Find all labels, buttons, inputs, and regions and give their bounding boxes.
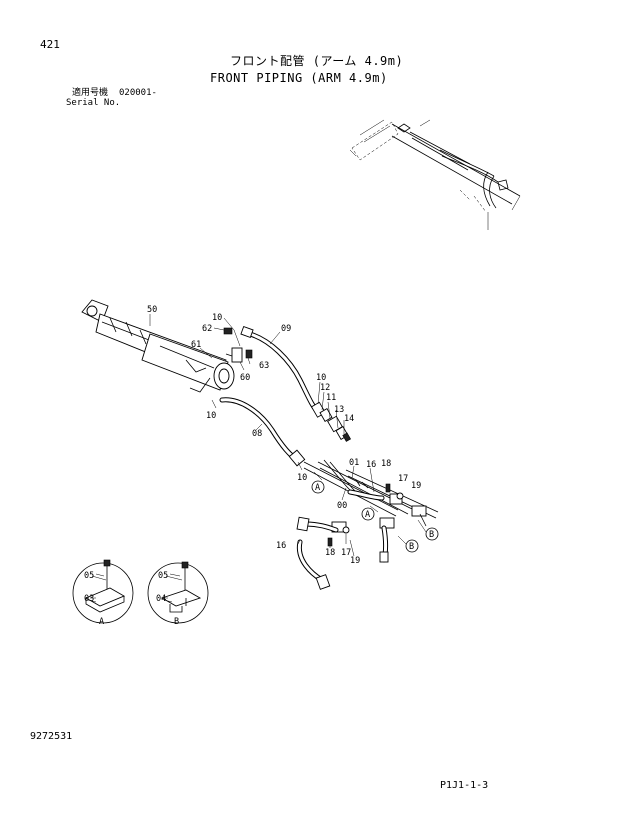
callout-63: 63 — [259, 361, 269, 371]
hose-08 — [219, 397, 306, 467]
callout-17: 17 — [398, 474, 408, 484]
document-number: 9272531 — [30, 731, 73, 742]
detail-a — [72, 559, 134, 624]
machine-overview-inset — [349, 119, 521, 230]
serial-label-en: Serial No. — [66, 98, 121, 108]
callout-14: 14 — [344, 414, 354, 424]
callout-b1: B — [429, 530, 434, 540]
hose-09 — [240, 325, 321, 415]
callout-circles — [311, 480, 439, 553]
detail-b-callout-04: 04 — [156, 594, 166, 604]
callout-17b: 17 — [341, 548, 351, 558]
callout-10: 10 — [212, 313, 222, 323]
callout-13: 13 — [334, 405, 344, 415]
callout-16b: 16 — [276, 541, 286, 551]
title-english: FRONT PIPING (ARM 4.9m) — [210, 71, 388, 85]
callout-19: 19 — [411, 481, 421, 491]
callout-62: 62 — [202, 324, 212, 334]
hose-16-left — [296, 516, 339, 590]
callout-18b: 18 — [325, 548, 335, 558]
callout-18: 18 — [381, 459, 391, 469]
serial-label-jp: 適用号機 — [72, 88, 109, 98]
callout-11: 11 — [326, 393, 336, 403]
callout-08: 08 — [252, 429, 262, 439]
callout-10b: 10 — [316, 373, 326, 383]
callout-b2: B — [409, 542, 414, 552]
hose-16-right — [347, 489, 389, 563]
callout-50: 50 — [147, 305, 157, 315]
title-japanese: フロント配管 (アーム 4.9m) — [230, 54, 404, 68]
bolts — [327, 483, 404, 547]
callout-00: 00 — [337, 501, 347, 511]
callout-19b: 19 — [350, 556, 360, 566]
callout-16: 16 — [366, 460, 376, 470]
callout-a1: A — [315, 483, 320, 493]
detail-b-label: B — [174, 617, 179, 627]
page-code: P1J1-1-3 — [440, 780, 489, 791]
detail-b-callout-05: 05 — [158, 571, 168, 581]
callout-01: 01 — [349, 458, 359, 468]
page-number: 421 — [40, 38, 60, 51]
serial-value: 020001- — [119, 88, 157, 98]
callout-09: 09 — [281, 324, 291, 334]
detail-b — [147, 561, 209, 624]
cylinder-fittings — [223, 327, 253, 363]
detail-a-callout-03: 03 — [84, 594, 94, 604]
callout-60: 60 — [240, 373, 250, 383]
detail-a-label: A — [99, 617, 104, 627]
callout-a2: A — [365, 510, 370, 520]
leader-lines — [90, 314, 427, 599]
callout-10c: 10 — [206, 411, 216, 421]
callout-61: 61 — [191, 340, 201, 350]
detail-a-callout-05: 05 — [84, 571, 94, 581]
callout-labels: 50 62 10 09 61 60 63 10 12 11 13 14 10 0… — [84, 305, 434, 627]
callout-12: 12 — [320, 383, 330, 393]
fitting-chain — [310, 401, 352, 442]
pipe-assembly — [303, 459, 439, 533]
boom-cylinder — [81, 299, 235, 393]
callout-10d: 10 — [297, 473, 307, 483]
